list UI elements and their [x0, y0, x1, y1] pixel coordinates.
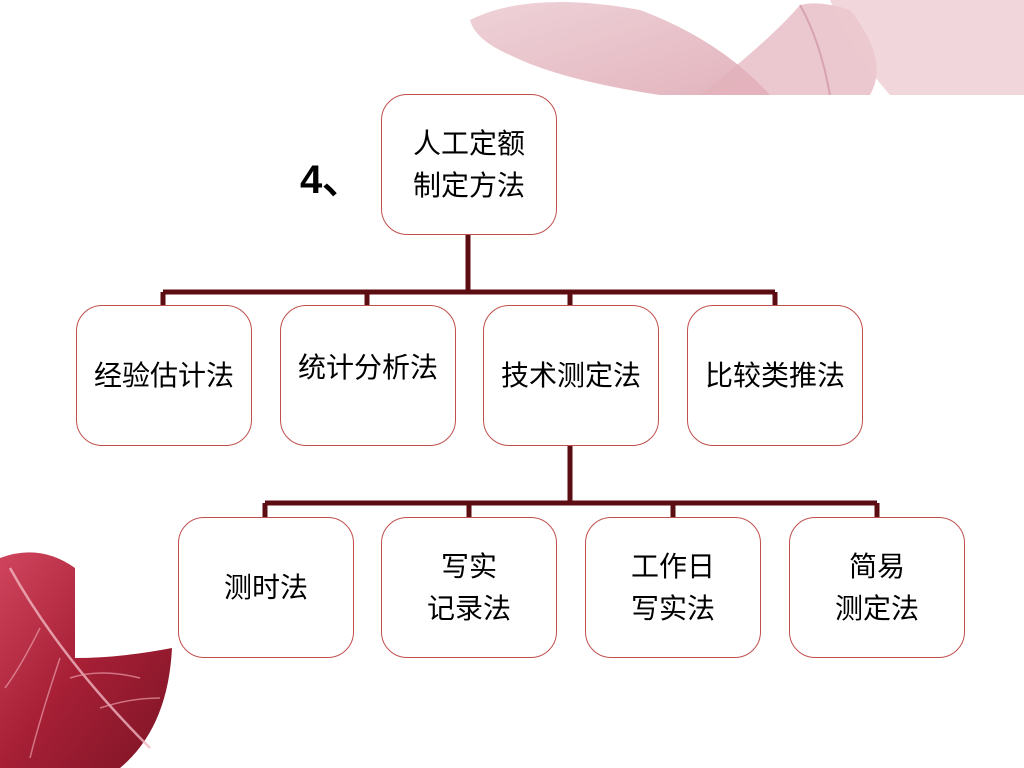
technique-node-timing: 测时法	[178, 517, 354, 658]
method-node-technical: 技术测定法	[483, 305, 659, 446]
method-node-label: 统计分析法	[297, 350, 438, 384]
method-node-label: 比较类推法	[704, 358, 845, 392]
technique-node-workday: 工作日 写实法	[585, 517, 761, 658]
technique-node-label: 工作日 写实法	[630, 549, 715, 625]
technique-node-record: 写实 记录法	[381, 517, 557, 658]
method-node-label: 经验估计法	[93, 358, 234, 392]
root-node: 人工定额 制定方法	[381, 94, 557, 235]
technique-node-label: 测时法	[223, 570, 308, 604]
slide-number: 4、	[300, 158, 363, 202]
method-node-statistical: 统计分析法	[280, 305, 456, 446]
decorative-leaf-bottom	[0, 552, 172, 768]
technique-node-label: 写实 记录法	[426, 549, 511, 625]
technique-node-simple: 简易 测定法	[789, 517, 965, 658]
method-node-comparison: 比较类推法	[687, 305, 863, 446]
method-node-label: 技术测定法	[500, 358, 641, 392]
decorative-leaf-top	[470, 0, 1024, 95]
technique-node-label: 简易 测定法	[834, 549, 919, 625]
method-node-experience: 经验估计法	[76, 305, 252, 446]
root-node-label: 人工定额 制定方法	[412, 126, 525, 202]
